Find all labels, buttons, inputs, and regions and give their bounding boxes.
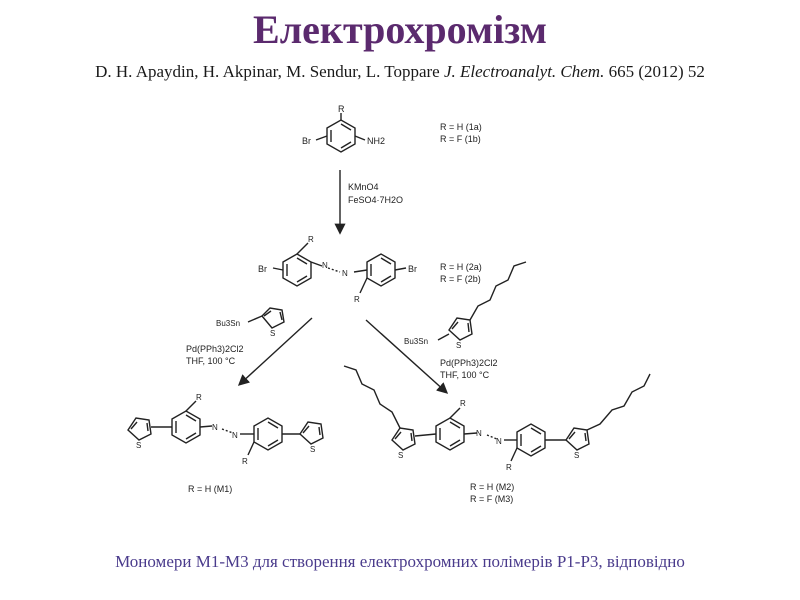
m1-n-atom-2: N	[232, 431, 238, 440]
azo-r-atom-1: R	[308, 235, 314, 244]
m2m3-s-atom-right: S	[574, 451, 579, 460]
m2m3-r-atom-2: R	[506, 463, 512, 472]
m2-label: R = H (M2)	[470, 482, 514, 492]
slide-caption: Мономери М1-М3 для створення електрохром…	[115, 552, 685, 571]
m1-n-atom-1: N	[212, 423, 218, 432]
citation-authors: D. H. Apaydin, H. Akpinar, M. Sendur, L.…	[95, 62, 440, 81]
right-conditions: THF, 100 °C	[440, 370, 490, 380]
start-r-atom: R	[338, 104, 345, 114]
citation-volume-pages: 665 (2012) 52	[608, 62, 705, 81]
m1-r-atom-2: R	[242, 457, 248, 466]
m2m3-n-atom-2: N	[496, 437, 502, 446]
starting-aniline-structure	[315, 113, 366, 153]
start-label-1a: R = H (1a)	[440, 122, 482, 132]
left-catalyst: Pd(PPh3)2Cl2	[186, 344, 244, 354]
product-m2m3-structure	[343, 365, 651, 462]
left-thiophene-s-atom: S	[270, 329, 275, 338]
azo-r-atom-2: R	[354, 295, 360, 304]
start-label-1b: R = F (1b)	[440, 134, 481, 144]
azo-br-right-atom: Br	[408, 264, 417, 274]
azo-label-2a: R = H (2a)	[440, 262, 482, 272]
m1-label: R = H (M1)	[188, 484, 232, 494]
azo-intermediate-structure	[272, 242, 407, 294]
reaction-scheme: Br NH2 R R = H (1a) R = F (1b) KMnO4 FeS…	[127, 104, 651, 504]
left-stannyl-group: Bu3Sn	[216, 319, 240, 328]
product-m1-structure	[127, 400, 324, 456]
m3-label: R = F (M3)	[470, 494, 513, 504]
start-br-atom: Br	[302, 136, 311, 146]
reaction-arrow-m2m3	[365, 319, 449, 394]
azo-br-left-atom: Br	[258, 264, 267, 274]
step1-reagent-feso4: FeSO4·7H2O	[348, 195, 403, 205]
slide-title: Електрохромізм	[253, 7, 547, 52]
start-nh2-group: NH2	[367, 136, 385, 146]
left-conditions: THF, 100 °C	[186, 356, 236, 366]
step1-reagent-kmno4: KMnO4	[348, 182, 379, 192]
right-stannyl-group: Bu3Sn	[404, 337, 428, 346]
reaction-arrow-m1	[237, 317, 313, 386]
right-catalyst: Pd(PPh3)2Cl2	[440, 358, 498, 368]
m2m3-n-atom-1: N	[476, 429, 482, 438]
m1-s-atom-right: S	[310, 445, 315, 454]
citation-journal: J. Electroanalyt. Chem.	[443, 62, 605, 81]
citation: D. H. Apaydin, H. Akpinar, M. Sendur, L.…	[0, 62, 800, 82]
m1-s-atom-left: S	[136, 441, 141, 450]
m1-r-atom-1: R	[196, 393, 202, 402]
azo-n-atom-1: N	[322, 261, 328, 270]
azo-n-atom-2: N	[342, 269, 348, 278]
stannyl-thiophene-left	[247, 307, 285, 329]
m2m3-s-atom-left: S	[398, 451, 403, 460]
m2m3-r-atom-1: R	[460, 399, 466, 408]
stannyl-hexylthiophene-right	[437, 261, 527, 341]
right-thiophene-s-atom: S	[456, 341, 461, 350]
azo-label-2b: R = F (2b)	[440, 274, 481, 284]
